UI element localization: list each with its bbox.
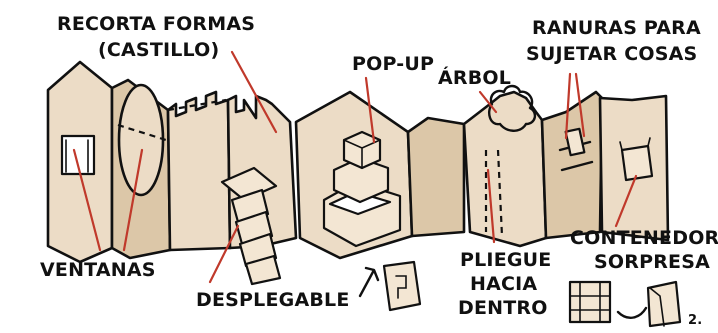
instruction-sheet (384, 262, 420, 310)
label-contenedor-line1: CONTENEDOR (570, 227, 718, 249)
panel-mid (408, 118, 464, 236)
instruction-arrow (360, 268, 378, 296)
label-step-2: 2. (688, 313, 702, 328)
label-pliegue-line1: PLIEGUE (460, 249, 551, 271)
container-steps-sketch (570, 282, 680, 326)
label-arbol: ÁRBOL (438, 66, 511, 89)
label-popup: POP-UP (352, 53, 434, 75)
step-2-box (648, 282, 680, 326)
popup-instruction-sketch (360, 262, 420, 310)
oval-cutout (119, 85, 163, 195)
label-ventanas: VENTANAS (40, 259, 156, 281)
panel-slots (542, 92, 602, 238)
label-contenedor-line2: SORPRESA (594, 251, 710, 273)
panel-castle-wall (168, 92, 230, 250)
step-1-grid (570, 282, 610, 322)
panel-tree (464, 92, 546, 246)
label-ranuras-line2: SUJETAR COSAS (526, 43, 697, 65)
label-pliegue-line2: HACIA (470, 273, 537, 295)
label-recorta-line1: RECORTA FORMAS (57, 13, 255, 35)
label-pliegue-line3: DENTRO (458, 297, 548, 319)
label-recorta-line2: (CASTILLO) (98, 39, 219, 61)
label-ranuras-line1: RANURAS PARA (532, 17, 701, 39)
label-desplegable: DESPLEGABLE (196, 289, 350, 311)
container-box (622, 146, 652, 180)
step-curve-arrow (618, 308, 646, 318)
